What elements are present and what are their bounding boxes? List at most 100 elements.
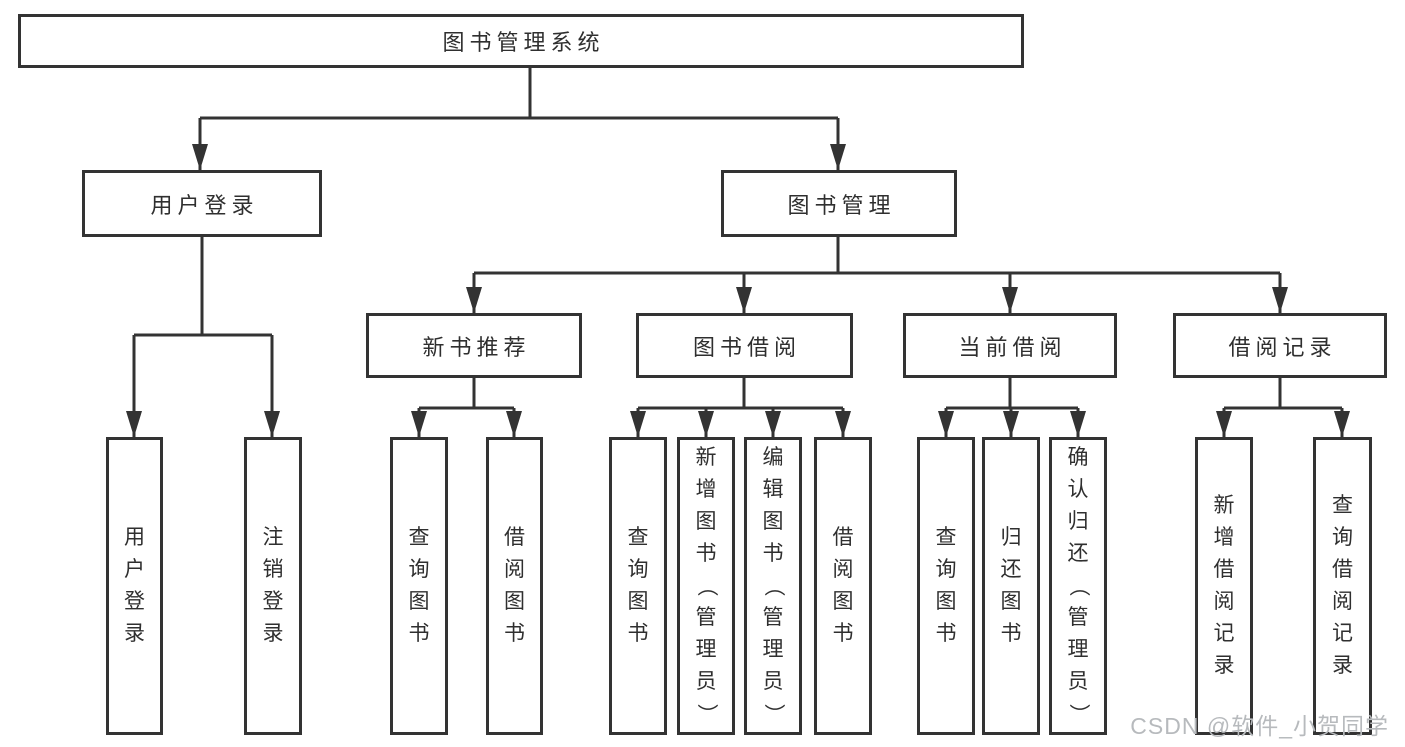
- vertical-char: ）: [695, 703, 718, 725]
- vertical-char: 记: [1332, 622, 1353, 645]
- vertical-char: 阅: [832, 558, 854, 581]
- leaf-query-borrow-record: 查询借阅记录: [1313, 437, 1372, 735]
- node-current-borrowing: 当前借阅: [903, 313, 1117, 378]
- vertical-char: 查: [935, 526, 957, 549]
- node-root: 图书管理系统: [18, 14, 1024, 68]
- watermark: CSDN @软件_小贺同学: [1130, 713, 1389, 739]
- vertical-char: 管: [695, 606, 717, 629]
- leaf-query-books-recommend: 查询图书: [390, 437, 448, 735]
- vertical-char: 新: [695, 446, 717, 469]
- node-label: 当前借阅: [958, 334, 1067, 360]
- vertical-char: 图: [1000, 590, 1022, 613]
- leaf-logout: 注销登录: [244, 437, 302, 735]
- vertical-char: 图: [762, 510, 784, 533]
- vertical-char: 阅: [504, 558, 525, 581]
- vertical-char: 书: [408, 622, 430, 645]
- vertical-char: 增: [1213, 526, 1235, 549]
- leaf-query-books-current: 查询图书: [917, 437, 975, 735]
- vertical-char: 登: [124, 590, 145, 613]
- leaf-borrow-books-borrow: 借阅图书: [814, 437, 872, 735]
- vertical-char: （: [695, 575, 718, 597]
- leaf-borrow-books-recommend: 借阅图书: [486, 437, 543, 735]
- connector-rails: [134, 68, 1342, 410]
- vertical-char: 用: [124, 526, 145, 549]
- node-label: 新书推荐: [422, 334, 531, 360]
- vertical-char: 图: [627, 590, 649, 613]
- vertical-char: 录: [1213, 654, 1235, 677]
- vertical-char: 询: [935, 558, 957, 581]
- vertical-char: 书: [832, 622, 854, 645]
- node-label: 用户登录: [150, 192, 259, 218]
- node-label: 图书借阅: [692, 334, 801, 360]
- leaf-add-borrow-record: 新增借阅记录: [1195, 437, 1253, 735]
- leaf-user-login: 用户登录: [106, 437, 163, 735]
- vertical-char: 员: [695, 670, 717, 693]
- vertical-char: 编: [762, 446, 784, 469]
- vertical-char: 确: [1067, 446, 1089, 469]
- vertical-char: 理: [695, 638, 717, 661]
- vertical-char: 销: [262, 558, 284, 581]
- vertical-char: 书: [762, 542, 784, 565]
- node-borrow-records: 借阅记录: [1173, 313, 1387, 378]
- vertical-char: 理: [762, 638, 784, 661]
- vertical-char: 新: [1213, 494, 1235, 517]
- vertical-char: 管: [762, 606, 784, 629]
- node-label: 图书管理: [787, 192, 896, 218]
- vertical-char: 归: [1067, 510, 1089, 533]
- vertical-char: 图: [504, 590, 525, 613]
- vertical-char: 书: [627, 622, 649, 645]
- vertical-char: 询: [408, 558, 430, 581]
- vertical-char: 询: [1332, 526, 1353, 549]
- vertical-char: 图: [935, 590, 957, 613]
- vertical-char: 借: [832, 526, 854, 549]
- vertical-char: 借: [1213, 558, 1235, 581]
- vertical-char: 图: [408, 590, 430, 613]
- leaf-confirm-return-admin: 确认归还 （ 管理员 ）: [1049, 437, 1107, 735]
- vertical-char: 图: [695, 510, 717, 533]
- node-new-book-recommend: 新书推荐: [366, 313, 582, 378]
- vertical-char: 辑: [762, 478, 784, 501]
- vertical-char: 借: [1332, 558, 1353, 581]
- vertical-char: 员: [762, 670, 784, 693]
- vertical-char: 查: [627, 526, 649, 549]
- vertical-char: 阅: [1332, 590, 1353, 613]
- vertical-char: ）: [1067, 703, 1090, 725]
- node-book-management: 图书管理: [721, 170, 957, 237]
- vertical-char: 书: [504, 622, 525, 645]
- vertical-char: 户: [124, 558, 145, 581]
- vertical-char: 阅: [1213, 590, 1235, 613]
- leaf-query-books-borrow: 查询图书: [609, 437, 667, 735]
- node-book-borrowing: 图书借阅: [636, 313, 853, 378]
- vertical-char: 书: [1000, 622, 1022, 645]
- node-user-login: 用户登录: [82, 170, 322, 237]
- vertical-char: （: [762, 575, 785, 597]
- vertical-char: 登: [262, 590, 284, 613]
- node-label: 图书管理系统: [442, 30, 605, 55]
- vertical-char: （: [1067, 575, 1090, 597]
- vertical-char: 归: [1000, 526, 1022, 549]
- vertical-char: 认: [1067, 478, 1089, 501]
- vertical-char: 理: [1067, 638, 1089, 661]
- vertical-char: 录: [1332, 654, 1353, 677]
- vertical-char: 录: [124, 622, 145, 645]
- vertical-char: 管: [1067, 606, 1089, 629]
- leaf-edit-books-admin: 编辑图书 （ 管理员 ）: [744, 437, 802, 735]
- vertical-char: 增: [695, 478, 717, 501]
- node-label: 借阅记录: [1228, 334, 1337, 360]
- vertical-char: 查: [408, 526, 430, 549]
- vertical-char: 借: [504, 526, 525, 549]
- leaf-add-books-admin: 新增图书（管理员）: [677, 437, 735, 735]
- vertical-char: 员: [1067, 670, 1089, 693]
- vertical-char: 记: [1213, 622, 1235, 645]
- vertical-char: 书: [935, 622, 957, 645]
- vertical-char: 询: [627, 558, 649, 581]
- vertical-char: 录: [262, 622, 284, 645]
- vertical-char: 注: [262, 526, 284, 549]
- vertical-char: 图: [832, 590, 854, 613]
- vertical-char: 还: [1067, 542, 1089, 565]
- vertical-char: ）: [762, 703, 785, 725]
- vertical-char: 还: [1000, 558, 1022, 581]
- vertical-char: 查: [1332, 494, 1353, 517]
